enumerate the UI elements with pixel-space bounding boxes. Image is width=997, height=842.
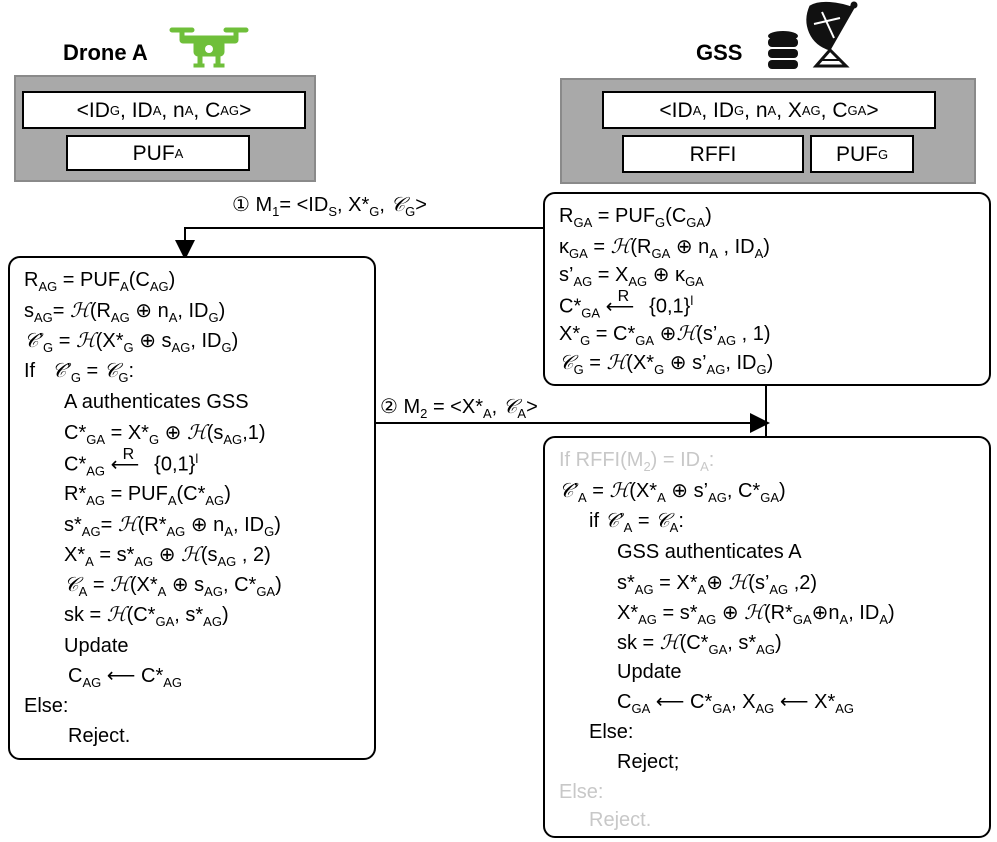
- database-icon: [768, 31, 798, 69]
- gss-outer-else: Else:: [559, 781, 604, 803]
- arrow-m1: [175, 227, 543, 260]
- drone-step-cga: C*GA = X*G ⊕ ℋ(sAG,1): [64, 420, 266, 447]
- drone-update: Update: [64, 635, 129, 657]
- drone-icon: [169, 27, 249, 68]
- gss-step-2: κGA = ℋ(RGA ⊕ nA , IDA): [559, 234, 770, 261]
- gss-rffi-box: RFFI: [622, 135, 804, 173]
- gss-title: GSS: [696, 40, 743, 65]
- drone-step-3: 𝒞’G = ℋ(X*G ⊕ sAG, IDG): [24, 328, 239, 355]
- drone-update-cag: CAG ⟵ C*AG: [68, 665, 183, 690]
- gss-verify-xag: X*AG = s*AG ⊕ ℋ(R*GA⊕nA, IDA): [617, 600, 895, 627]
- drone-authenticates: A authenticates GSS: [64, 391, 249, 413]
- message-m1-label: ① M1= <IDS, X*G, 𝒞G>: [232, 192, 427, 219]
- gss-authenticates: GSS authenticates A: [617, 541, 802, 563]
- satellite-dish-icon: [806, 1, 858, 68]
- gss-step-1: RGA = PUFG(CGA): [559, 205, 712, 230]
- gss-step-5: X*G = C*GA ⊕ℋ(s’AG , 1): [559, 321, 771, 348]
- gss-step-3: s’AG = XAG ⊕ κGA: [559, 264, 704, 289]
- drone-step-1: RAG = PUFA(CAG): [24, 269, 176, 294]
- drone-if: If 𝒞’G = 𝒞G:: [24, 358, 135, 385]
- drone-step-2: sAG= ℋ(RAG ⊕ nA, IDG): [24, 298, 226, 325]
- message-m2-label: ② M2 = <X*A, 𝒞A>: [380, 394, 538, 421]
- gss-inner-else: Else:: [589, 721, 634, 743]
- gss-verify-if: if 𝒞’A = 𝒞A:: [589, 508, 684, 535]
- gss-init-panel: RGA = PUFG(CGA) κGA = ℋ(RGA ⊕ nA , IDA) …: [543, 192, 991, 386]
- gss-update: Update: [617, 661, 682, 683]
- drone-step-rag: R*AG = PUFA(C*AG): [64, 483, 231, 508]
- gss-outer-reject: Reject.: [589, 809, 652, 831]
- drone-reject: Reject.: [68, 725, 131, 747]
- gss-step-4: C*GA R⟵ {0,1}l: [559, 287, 694, 321]
- gss-inner-reject: Reject;: [617, 751, 680, 773]
- gss-update-values: CGA ⟵ C*GA, XAG ⟵ X*AG: [617, 691, 855, 716]
- drone-step-ca: 𝒞A = ℋ(X*A ⊕ sAG, C*GA): [64, 572, 282, 599]
- drone-else: Else:: [24, 695, 69, 717]
- drone-step-sk: sk = ℋ(C*GA, s*AG): [64, 602, 229, 629]
- drone-title: Drone A: [63, 40, 148, 65]
- gss-verify-1: 𝒞’A = ℋ(X*A ⊕ s’AG, C*GA): [559, 478, 786, 505]
- drone-step-sag: s*AG= ℋ(R*AG ⊕ nA, IDG): [64, 512, 281, 539]
- drone-step-cag: C*AG R⟵ {0,1}l: [64, 445, 199, 479]
- gss-rffi-check: If RFFI(M2) = IDA:: [559, 449, 715, 474]
- drone-auth-panel: RAG = PUFA(CAG) sAG= ℋ(RAG ⊕ nA, IDG) 𝒞’…: [8, 256, 376, 760]
- gss-verify-sag: s*AG = X*A⊕ ℋ(s’AG ,2): [617, 570, 818, 597]
- gss-verify-sk: sk = ℋ(C*GA, s*AG): [617, 630, 782, 657]
- drone-step-xa: X*A = s*AG ⊕ ℋ(sAG , 2): [64, 542, 271, 569]
- gss-verify-panel: If RFFI(M2) = IDA: 𝒞’A = ℋ(X*A ⊕ s’AG, C…: [543, 436, 991, 838]
- gss-step-6: 𝒞G = ℋ(X*G ⊕ s’AG, IDG): [559, 350, 774, 377]
